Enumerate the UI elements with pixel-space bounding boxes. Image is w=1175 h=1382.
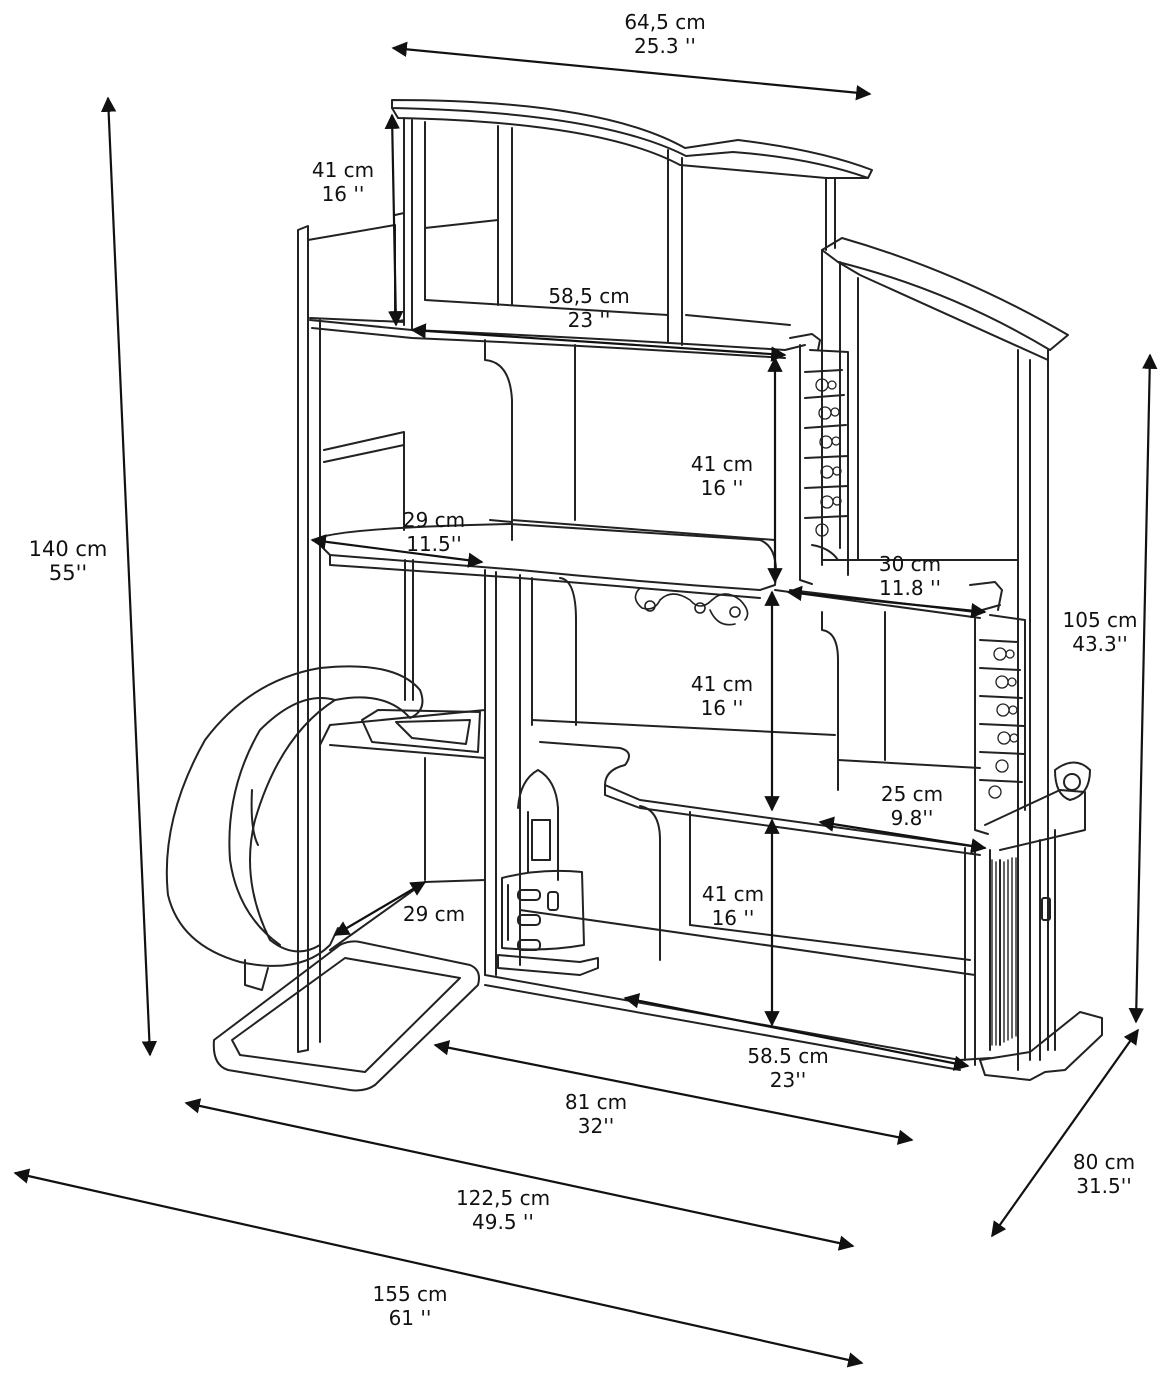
base-width-imperial: 32'' xyxy=(577,1114,615,1138)
dimension-arrows xyxy=(13,41,1158,1368)
top-roof xyxy=(391,99,873,179)
arrow-depth xyxy=(991,1028,1139,1238)
right-height-metric: 105 cm xyxy=(1062,608,1138,632)
label-level2-depth: 29 cm 11.5'' xyxy=(403,508,465,556)
arrow-total-length xyxy=(13,1168,864,1368)
level2-depth-imperial: 11.5'' xyxy=(406,532,462,556)
arrow-right-lower xyxy=(818,816,987,854)
label-right-lower: 25 cm 9.8'' xyxy=(881,782,943,830)
label-top-width: 64,5 cm 25.3 '' xyxy=(624,10,705,58)
right-lower-imperial: 9.8'' xyxy=(890,806,934,830)
right-room-imperial: 11.8 '' xyxy=(879,576,941,600)
level1-height-metric: 41 cm xyxy=(690,672,754,696)
label-level1-height: 41 cm 16 '' xyxy=(691,672,753,720)
ground-height-metric: 41 cm xyxy=(701,882,765,906)
depth-metric: 80 cm xyxy=(1072,1150,1136,1174)
label-overall-width: 122,5 cm 49.5 '' xyxy=(456,1186,550,1234)
total-height-metric: 140 cm xyxy=(28,537,108,561)
level1-height-imperial: 16 '' xyxy=(700,696,744,720)
arrow-right-room xyxy=(786,585,987,619)
total-length-metric: 155 cm xyxy=(372,1282,448,1306)
top-width-imperial: 25.3 '' xyxy=(634,34,696,58)
total-height-imperial: 55'' xyxy=(48,561,88,585)
top-floor-metric: 58,5 cm xyxy=(548,284,630,308)
top-height-metric: 41 cm xyxy=(311,158,375,182)
arrow-total-height xyxy=(100,96,158,1057)
arrow-base-width xyxy=(433,1040,914,1145)
level2-height-imperial: 16 '' xyxy=(700,476,744,500)
label-slide-depth: 29 cm xyxy=(403,902,465,926)
upper-stairs xyxy=(789,333,849,585)
depth-imperial: 31.5'' xyxy=(1076,1174,1132,1198)
ground-width-metric: 58.5 cm xyxy=(747,1044,829,1068)
total-length-imperial: 61 '' xyxy=(388,1306,432,1330)
label-level2-height: 41 cm 16 '' xyxy=(691,452,753,500)
ground-width-imperial: 23'' xyxy=(769,1068,807,1092)
slide-tray xyxy=(212,940,480,1092)
base-width-metric: 81 cm xyxy=(564,1090,628,1114)
label-base-width: 81 cm 32'' xyxy=(565,1090,627,1138)
top-room xyxy=(403,117,836,346)
ground-height-imperial: 16 '' xyxy=(711,906,755,930)
right-room-metric: 30 cm xyxy=(878,552,942,576)
label-depth: 80 cm 31.5'' xyxy=(1073,1150,1135,1198)
label-ground-height: 41 cm 16 '' xyxy=(702,882,764,930)
chandelier xyxy=(634,587,749,626)
right-lower-metric: 25 cm xyxy=(880,782,944,806)
overall-width-imperial: 49.5 '' xyxy=(472,1210,534,1234)
label-top-height: 41 cm 16 '' xyxy=(312,158,374,206)
top-width-metric: 64,5 cm xyxy=(624,10,706,34)
top-floor-imperial: 23 '' xyxy=(567,308,611,332)
label-right-height: 105 cm 43.3'' xyxy=(1062,608,1137,656)
slide xyxy=(165,665,424,991)
right-height-imperial: 43.3'' xyxy=(1072,632,1128,656)
slide-depth-metric: 29 cm xyxy=(402,902,466,926)
level-1-left xyxy=(319,559,486,759)
arrow-right-height xyxy=(1128,353,1158,1024)
garage xyxy=(979,761,1103,1081)
floor-1 xyxy=(531,719,986,961)
arrow-top-width xyxy=(391,41,872,101)
arrow-level2-depth xyxy=(310,534,484,568)
level2-depth-metric: 29 cm xyxy=(402,508,466,532)
arrow-top-height xyxy=(384,113,404,327)
arrow-slide-depth xyxy=(333,881,427,936)
label-right-room: 30 cm 11.8 '' xyxy=(879,552,941,600)
level-2-room xyxy=(484,339,776,541)
label-total-length: 155 cm 61 '' xyxy=(372,1282,447,1330)
elevator xyxy=(497,769,599,976)
label-top-floor: 58,5 cm 23 '' xyxy=(548,284,629,332)
top-height-imperial: 16 '' xyxy=(321,182,365,206)
label-ground-width: 58.5 cm 23'' xyxy=(747,1044,828,1092)
label-total-height: 140 cm 55'' xyxy=(29,537,108,585)
arrow-top-floor xyxy=(410,323,787,362)
overall-width-metric: 122,5 cm xyxy=(455,1186,551,1210)
level2-height-metric: 41 cm xyxy=(690,452,754,476)
